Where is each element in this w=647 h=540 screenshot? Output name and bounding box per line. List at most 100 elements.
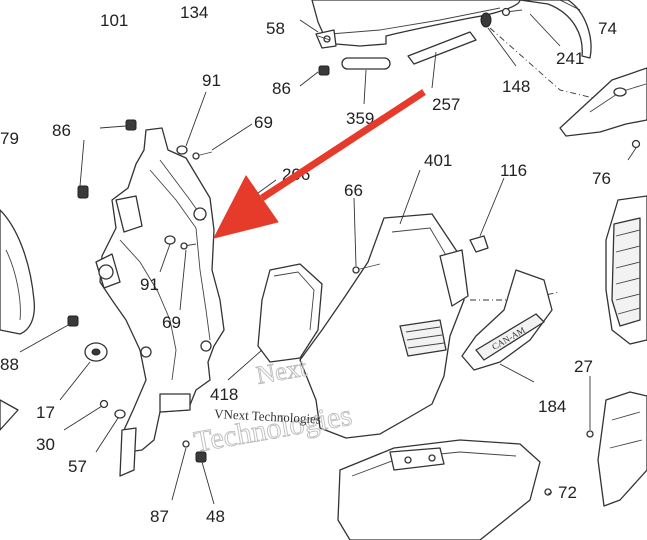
- callout-72: 72: [558, 483, 577, 502]
- right-lower-panel-rib: [609, 411, 643, 449]
- leader-72: [547, 491, 553, 495]
- clip-116: [469, 235, 489, 253]
- callout-418: 418: [210, 385, 238, 404]
- leader-359: [363, 69, 367, 105]
- callout-66: 66: [344, 181, 363, 200]
- screw-66-shank: [355, 263, 381, 271]
- leader-58: [299, 19, 331, 41]
- grille-mesh: [611, 217, 641, 327]
- screw-head: [501, 7, 511, 17]
- left-edge-panel: [0, 209, 36, 335]
- left-edge-panel-rib: [5, 249, 21, 321]
- callout-30: 30: [36, 435, 55, 454]
- watermark-line-3: VNext Technologies: [214, 406, 321, 427]
- leader-69-lower: [179, 249, 187, 311]
- screw-72: [544, 488, 552, 496]
- leader-86-left: [79, 125, 127, 187]
- leader-76: [627, 147, 637, 161]
- washer-91-upper: [176, 145, 188, 155]
- side-molding-part: [519, 0, 592, 59]
- watermark-line-1: Next: [254, 352, 310, 389]
- duct-panel-edge: [273, 271, 315, 331]
- callout-86-left: 86: [52, 121, 71, 140]
- callout-148: 148: [502, 77, 530, 96]
- side-panel-badge: [475, 313, 545, 361]
- clip-part: [480, 12, 492, 28]
- callout-88: 88: [0, 355, 19, 374]
- frame-hole-right: [200, 340, 212, 352]
- leader-241: [529, 13, 561, 47]
- leader-184: [499, 363, 535, 383]
- rod-part: [407, 31, 477, 65]
- screw-69-upper: [192, 152, 200, 160]
- leader-257: [431, 51, 437, 89]
- callout-116: 116: [500, 161, 527, 180]
- screw-87: [182, 440, 190, 448]
- left-edge-tab: [0, 399, 19, 431]
- washer-91-lower: [164, 235, 176, 245]
- nut-86-upper: [125, 119, 137, 131]
- leader-17: [59, 361, 91, 401]
- callout-76: 76: [592, 169, 611, 188]
- dashed-guide: [489, 27, 611, 103]
- nut-part: [318, 65, 330, 76]
- leader-74: [559, 0, 581, 11]
- leader-91-upper: [185, 91, 207, 147]
- callout-79: 79: [0, 129, 19, 148]
- lower-fairing-hole-1: [404, 456, 412, 464]
- right-lower-panel: [597, 391, 647, 507]
- nut-88: [67, 315, 79, 327]
- frame-hole-lower: [140, 346, 152, 358]
- frame-rib-1: [149, 169, 211, 341]
- washer-57: [114, 409, 126, 419]
- callout-257: 257: [432, 95, 460, 114]
- panel-grommet: [613, 87, 627, 97]
- nut-86-left: [77, 185, 89, 199]
- callout-69-upper: 69: [254, 113, 273, 132]
- red-arrow-icon: [213, 89, 426, 239]
- leader-30: [63, 405, 103, 431]
- callout-91-upper: 91: [202, 71, 221, 90]
- leader-86-top: [299, 71, 319, 87]
- callout-241: 241: [556, 49, 584, 68]
- callout-58: 58: [266, 19, 285, 38]
- callout-134: 134: [180, 3, 208, 22]
- screw-30: [99, 399, 109, 409]
- leader-116: [479, 177, 505, 237]
- frame-hole-upper: [193, 207, 207, 221]
- callout-27: 27: [574, 357, 593, 376]
- frame-latch: [115, 195, 143, 233]
- nut-48: [195, 451, 207, 463]
- callout-17: 17: [36, 403, 55, 422]
- lower-fairing-tab: [389, 447, 445, 471]
- upper-fairing-part: [311, 0, 521, 47]
- leader-69-upper: [211, 123, 253, 151]
- leader-91-lower: [159, 243, 171, 273]
- frame-rib-2: [119, 239, 177, 381]
- duct-panel-418: [257, 263, 323, 363]
- grommet-17-center: [91, 348, 101, 356]
- lower-fairing-hole-2: [428, 454, 436, 462]
- leader-48: [201, 461, 215, 505]
- right-upper-panel: [559, 67, 647, 137]
- callout-359: 359: [346, 109, 374, 128]
- leader-57: [95, 417, 119, 453]
- screw-69-lower: [180, 242, 188, 250]
- callout-401: 401: [424, 151, 452, 170]
- leader-148: [487, 27, 517, 67]
- frame-foot: [159, 393, 191, 413]
- callout-74: 74: [598, 19, 617, 38]
- callout-184: 184: [538, 397, 566, 416]
- frame-leg: [119, 427, 137, 477]
- callout-57: 57: [68, 457, 87, 476]
- bar-part: [341, 57, 391, 70]
- console-vent-slats: [405, 326, 445, 349]
- upper-fairing-edge: [329, 7, 501, 35]
- leader-418: [227, 349, 263, 381]
- grille-mesh-lines: [615, 229, 641, 315]
- callout-86-top: 86: [272, 79, 291, 98]
- leader-88: [19, 323, 71, 353]
- lower-fairing: [337, 439, 541, 540]
